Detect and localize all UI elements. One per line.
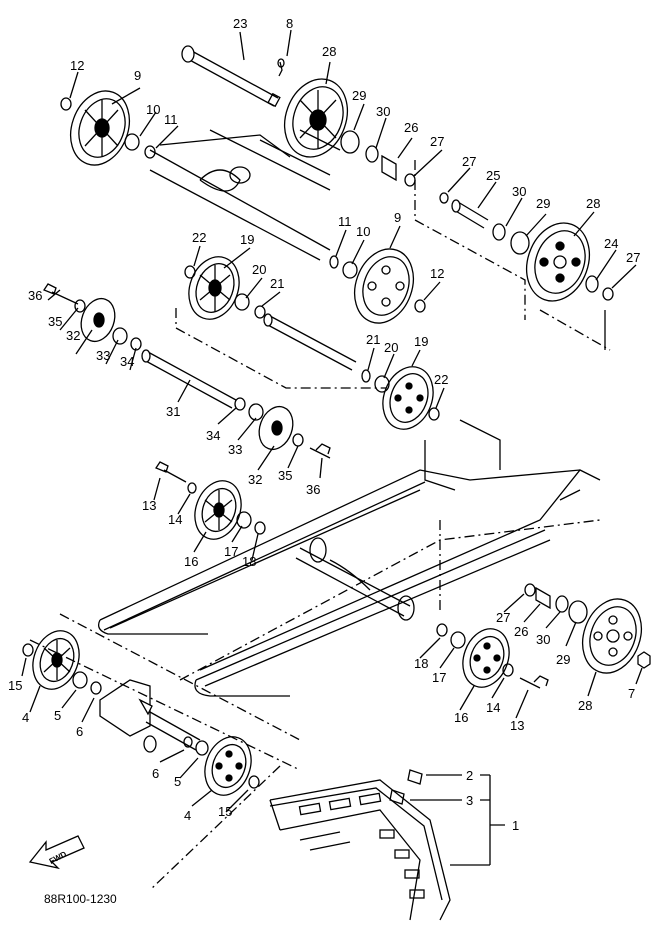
- part-number-label: 28: [578, 698, 592, 713]
- slide-rail-left: [97, 419, 581, 635]
- part-number-label: 30: [536, 632, 550, 647]
- part-number-label: 17: [432, 670, 446, 685]
- part-number-label: 13: [142, 498, 156, 513]
- bearing-10-top: [124, 133, 140, 151]
- part-number-label: 14: [168, 512, 182, 527]
- part-number-label: 27: [496, 610, 510, 625]
- track-belt: [269, 779, 451, 921]
- part-number-label: 22: [434, 372, 448, 387]
- part-number-label: 7: [628, 686, 635, 701]
- part-number-label: 5: [174, 774, 181, 789]
- part-number-label: 4: [22, 710, 29, 725]
- part-number-label: 22: [192, 230, 206, 245]
- idler-wheel-top-left: [70, 90, 130, 166]
- part-number-label: 30: [376, 104, 390, 119]
- part-number-label: 23: [233, 16, 247, 31]
- part-number-label: 10: [146, 102, 160, 117]
- idler-wheel-28-top: [284, 78, 348, 158]
- part-number-label: 10: [356, 224, 370, 239]
- part-number-label: 20: [384, 340, 398, 355]
- slide-rail-right: [194, 469, 601, 697]
- part-number-label: 2: [466, 768, 473, 783]
- part-number-label: 34: [206, 428, 220, 443]
- part-number-label: 19: [240, 232, 254, 247]
- part-number-label: 28: [322, 44, 336, 59]
- idler-wheel-16-right: [462, 628, 510, 688]
- part-number-label: 26: [514, 624, 528, 639]
- part-number-label: 24: [604, 236, 618, 251]
- part-number-label: 32: [248, 472, 262, 487]
- idler-wheel-9-middle: [354, 248, 414, 324]
- part-number-label: 36: [28, 288, 42, 303]
- part-number-label: 5: [54, 708, 61, 723]
- part-number-label: 8: [286, 16, 293, 31]
- part-number-label: 29: [536, 196, 550, 211]
- idler-wheel-28-right: [526, 222, 590, 302]
- part-number-label: 27: [430, 134, 444, 149]
- drive-wheel-4-right: [204, 736, 252, 796]
- drive-wheel-4-left: [32, 630, 80, 690]
- part-number-label: 18: [242, 554, 256, 569]
- part-number-label: 13: [510, 718, 524, 733]
- part-number-label: 9: [394, 210, 401, 225]
- part-number-label: 21: [270, 276, 284, 291]
- part-number-label: 21: [366, 332, 380, 347]
- idler-wheel-19-left: [188, 256, 240, 320]
- drawing-code: 88R100-1230: [44, 892, 117, 906]
- idler-wheel-32-left: [80, 297, 116, 343]
- part-number-label: 12: [70, 58, 84, 73]
- circlip-12-top: [60, 97, 72, 111]
- part-number-label: 33: [96, 348, 110, 363]
- part-number-label: 26: [404, 120, 418, 135]
- part-number-label: 32: [66, 328, 80, 343]
- front-axle-tube: [149, 129, 341, 261]
- part-number-label: 35: [48, 314, 62, 329]
- part-number-label: 1: [512, 818, 519, 833]
- idler-wheel-16-left: [194, 480, 242, 540]
- part-number-label: 31: [166, 404, 180, 419]
- part-number-label: 34: [120, 354, 134, 369]
- part-number-label: 29: [352, 88, 366, 103]
- part-number-label: 12: [430, 266, 444, 281]
- part-number-label: 30: [512, 184, 526, 199]
- part-number-label: 19: [414, 334, 428, 349]
- part-number-label: 27: [626, 250, 640, 265]
- idler-wheel-19-right: [382, 366, 434, 430]
- part-number-label: 16: [454, 710, 468, 725]
- part-number-label: 28: [586, 196, 600, 211]
- part-number-label: 25: [486, 168, 500, 183]
- part-number-label: 20: [252, 262, 266, 277]
- part-number-label: 18: [414, 656, 428, 671]
- sprocket-hub: [99, 679, 201, 753]
- part-number-label: 11: [164, 112, 178, 127]
- part-number-label: 15: [8, 678, 22, 693]
- part-number-label: 6: [76, 724, 83, 739]
- idler-wheel-32-middle: [258, 405, 294, 451]
- part-number-label: 16: [184, 554, 198, 569]
- part-number-label: 33: [228, 442, 242, 457]
- part-number-label: 6: [152, 766, 159, 781]
- part-number-label: 14: [486, 700, 500, 715]
- part-number-label: 17: [224, 544, 238, 559]
- spacer-11-top: [144, 145, 156, 159]
- part-number-label: 27: [462, 154, 476, 169]
- fwd-arrow-icon: [28, 835, 85, 870]
- part-number-label: 4: [184, 808, 191, 823]
- part-number-label: 36: [306, 482, 320, 497]
- rear-axle-shaft: [181, 45, 281, 108]
- cotter-pin: [277, 58, 285, 77]
- part-number-label: 29: [556, 652, 570, 667]
- part-number-label: 15: [218, 804, 232, 819]
- idler-wheel-28-lower: [582, 598, 642, 674]
- part-number-label: 9: [134, 68, 141, 83]
- part-number-label: 11: [338, 214, 352, 229]
- part-number-label: 35: [278, 468, 292, 483]
- part-number-label: 3: [466, 793, 473, 808]
